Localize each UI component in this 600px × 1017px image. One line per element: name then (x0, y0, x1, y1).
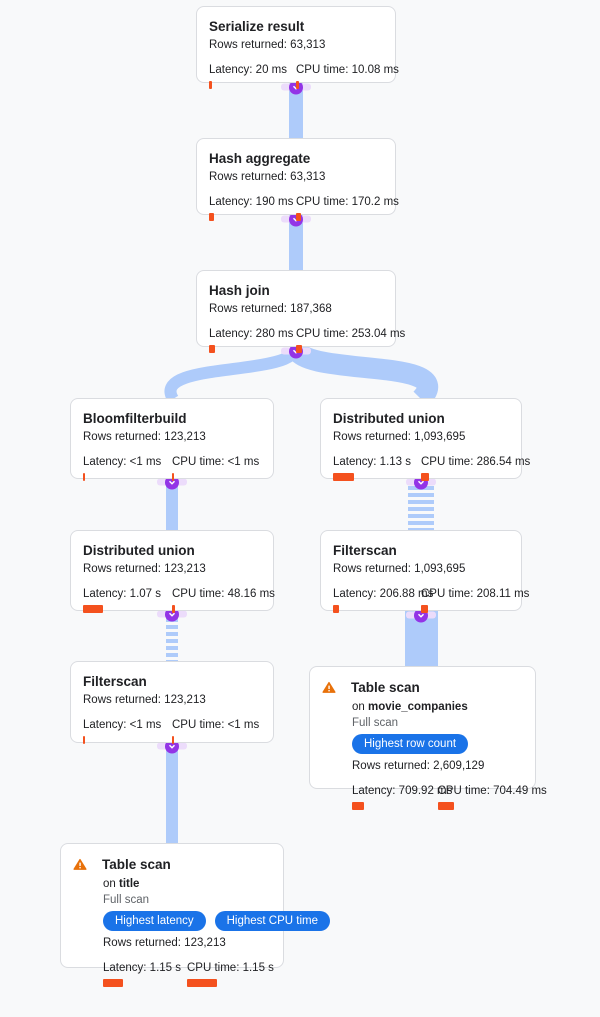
rows-returned: Rows returned: 2,609,129 (352, 760, 485, 772)
edge-serialize-to-hash-aggregate (289, 83, 303, 138)
edge-hash-aggregate-to-hash-join (289, 215, 303, 270)
scan-type: Full scan (352, 717, 399, 729)
latency-value: Latency: 206.88 ms (333, 588, 434, 600)
scan-type: Full scan (103, 894, 150, 906)
node-title: Table scan (102, 857, 171, 872)
cpu-time-value: CPU time: 704.49 ms (437, 785, 547, 797)
latency-bar (209, 81, 212, 89)
node-title: Hash join (209, 283, 270, 298)
rows-returned: Rows returned: 63,313 (209, 39, 326, 51)
rows-returned: Rows returned: 123,213 (83, 431, 206, 443)
cpu-time-value: CPU time: <1 ms (172, 456, 260, 468)
latency-bar (352, 802, 364, 810)
node-title: Bloomfilterbuild (83, 411, 187, 426)
latency-bar (209, 345, 215, 353)
latency-value: Latency: 20 ms (209, 64, 287, 76)
node-title: Distributed union (83, 543, 195, 558)
warning-triangle-icon (322, 681, 336, 693)
latency-value: Latency: 190 ms (209, 196, 294, 208)
edge-bloomfilterbuild-to-distributed-union (166, 479, 178, 530)
cpu-time-bar (437, 802, 454, 810)
badge-highest-row-count: Highest row count (352, 734, 469, 754)
cpu-time-value: CPU time: <1 ms (172, 719, 260, 731)
plan-node-hash-join[interactable]: Hash join Rows returned: 187,368 Latency… (196, 270, 406, 353)
scan-target: on title (103, 876, 271, 892)
edge-hash-join-fork (164, 347, 439, 399)
plan-node-distributed-union-left[interactable]: Distributed union Rows returned: 123,213… (70, 530, 275, 613)
badge-highest-latency: Highest latency (103, 911, 206, 931)
badge-highest-cpu-time: Highest CPU time (214, 911, 331, 931)
plan-node-table-scan-movie-companies[interactable]: Table scan on movie_companies Full scan … (309, 666, 547, 810)
edge-distributed-union-to-filterscan-left (166, 611, 178, 661)
latency-bar (103, 979, 123, 987)
cpu-time-value: CPU time: 208.11 ms (421, 588, 530, 600)
warning-triangle-icon (73, 858, 87, 870)
latency-value: Latency: 280 ms (209, 328, 294, 340)
latency-bar (83, 736, 85, 744)
edge-filterscan-to-table-scan-left (166, 743, 178, 843)
latency-value: Latency: 1.13 s (333, 456, 411, 468)
cpu-time-value: CPU time: 48.16 ms (172, 588, 275, 600)
rows-returned: Rows returned: 123,213 (83, 694, 206, 706)
rows-returned: Rows returned: 1,093,695 (333, 563, 466, 575)
latency-value: Latency: 1.07 s (83, 588, 161, 600)
plan-node-serialize-result[interactable]: Serialize result Rows returned: 63,313 L… (196, 6, 399, 89)
node-title: Filterscan (333, 543, 397, 558)
cpu-time-bar (172, 605, 175, 613)
cpu-time-bar (172, 736, 174, 744)
cpu-time-value: CPU time: 10.08 ms (296, 64, 399, 76)
on-prefix: on (352, 701, 365, 713)
latency-value: Latency: 709.92 ms (352, 785, 453, 797)
latency-value: Latency: <1 ms (83, 456, 162, 468)
rows-returned: Rows returned: 63,313 (209, 171, 326, 183)
rows-returned: Rows returned: 187,368 (209, 303, 332, 315)
latency-bar (83, 473, 85, 481)
cpu-time-bar (296, 345, 302, 353)
cpu-time-bar (421, 605, 428, 613)
cpu-time-bar (187, 979, 217, 987)
node-title: Hash aggregate (209, 151, 311, 166)
plan-node-hash-aggregate[interactable]: Hash aggregate Rows returned: 63,313 Lat… (196, 138, 399, 221)
latency-bar (333, 605, 339, 613)
table-name: title (119, 878, 140, 890)
rows-returned: Rows returned: 123,213 (83, 563, 206, 575)
plan-node-filterscan-right[interactable]: Filterscan Rows returned: 1,093,695 Late… (320, 530, 530, 613)
latency-bar (209, 213, 214, 221)
cpu-time-bar (296, 213, 301, 221)
cpu-time-value: CPU time: 286.54 ms (421, 456, 531, 468)
node-title: Distributed union (333, 411, 445, 426)
edge-hash-join-to-bloomfilterbuild (164, 347, 302, 399)
cpu-time-value: CPU time: 1.15 s (187, 962, 274, 974)
plan-node-bloomfilterbuild[interactable]: Bloomfilterbuild Rows returned: 123,213 … (70, 398, 274, 481)
latency-bar (83, 605, 103, 613)
cpu-time-bar (421, 473, 429, 481)
cpu-time-value: CPU time: 170.2 ms (296, 196, 399, 208)
cpu-time-value: CPU time: 253.04 ms (296, 328, 406, 340)
latency-value: Latency: <1 ms (83, 719, 162, 731)
rows-returned: Rows returned: 123,213 (103, 937, 226, 949)
node-title: Table scan (351, 680, 420, 695)
plan-node-distributed-union-right[interactable]: Distributed union Rows returned: 1,093,6… (320, 398, 531, 481)
node-title: Serialize result (209, 19, 305, 34)
cpu-time-bar (172, 473, 174, 481)
cpu-time-bar (296, 81, 299, 89)
on-prefix: on (103, 878, 116, 890)
latency-bar (333, 473, 354, 481)
node-title: Filterscan (83, 674, 147, 689)
latency-value: Latency: 1.15 s (103, 962, 181, 974)
plan-node-table-scan-title[interactable]: Table scan on title Full scan Highest la… (60, 843, 331, 987)
table-name: movie_companies (368, 701, 468, 713)
edge-hash-join-to-distributed-union (285, 347, 439, 399)
rows-returned: Rows returned: 1,093,695 (333, 431, 466, 443)
scan-target: on movie_companies (352, 699, 523, 715)
plan-node-filterscan-left[interactable]: Filterscan Rows returned: 123,213 Latenc… (70, 661, 274, 744)
